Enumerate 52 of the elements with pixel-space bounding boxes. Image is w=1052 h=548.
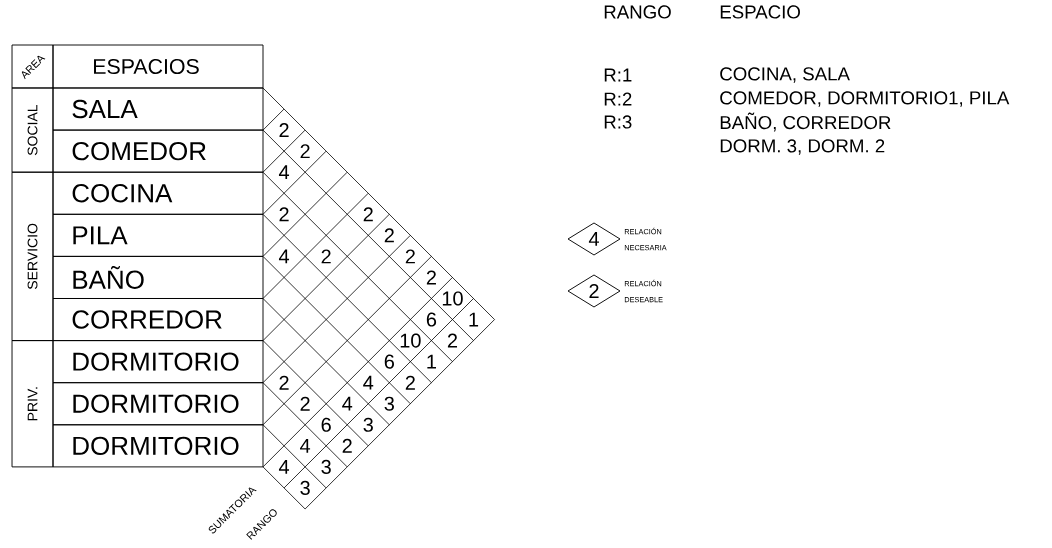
matrix-value: 4 <box>278 460 290 474</box>
rank-label: R:1 <box>604 68 632 82</box>
matrix-value: 10 <box>400 333 421 348</box>
matrix-value: 2 <box>342 438 352 453</box>
space-cell: BAÑO <box>52 255 264 299</box>
space-cell: PILA <box>52 213 264 257</box>
matrix-value: 1 <box>469 312 479 327</box>
column-heading: ESPACIO <box>720 5 800 19</box>
space-list: COMEDOR, DORMITORIO1, PILA <box>720 91 1010 107</box>
rank-label: R:3 <box>604 115 632 129</box>
matrix-value: 3 <box>300 480 310 495</box>
space-cell: SALA <box>52 87 264 131</box>
matrix-value: 2 <box>384 228 394 243</box>
matrix-value: 1 <box>427 354 436 369</box>
matrix-value: 2 <box>300 396 310 411</box>
matrix-value: 2 <box>363 207 373 222</box>
matrix-value: 4 <box>278 165 290 180</box>
matrix-value: 4 <box>342 396 353 411</box>
matrix-value: 2 <box>279 123 289 138</box>
space-cell: CORREDOR <box>52 298 264 342</box>
matrix-value: 6 <box>321 417 331 432</box>
matrix-value: 2 <box>405 375 415 390</box>
space-cell: DORMITORIO <box>52 340 264 384</box>
area-cell: SERVICIO <box>11 171 54 342</box>
space-cell: DORMITORIO <box>52 382 264 426</box>
matrix-value: 3 <box>363 417 373 432</box>
matrix-value: 2 <box>279 207 289 222</box>
matrix-value: 3 <box>321 459 331 474</box>
matrix-value: 2 <box>426 270 436 285</box>
area-cell: PRIV. <box>11 340 54 468</box>
space-cell: DORMITORIO <box>52 424 264 468</box>
matrix-value: 4 <box>278 249 290 264</box>
header-cell: ESPACIOS <box>52 44 264 89</box>
space-cell: COCINA <box>52 171 264 215</box>
matrix-value: 2 <box>300 144 310 159</box>
matrix-value: 2 <box>447 333 457 348</box>
matrix-value: 3 <box>384 396 394 411</box>
rank-label: R:2 <box>604 92 632 106</box>
matrix-value: 10 <box>442 291 463 306</box>
space-list: BAÑO, CORREDOR <box>720 112 891 132</box>
matrix-value: 6 <box>384 354 394 369</box>
matrix-value: 2 <box>321 249 331 264</box>
matrix-value: 2 <box>279 375 289 390</box>
area-cell: SOCIAL <box>11 87 54 173</box>
space-list: DORM. 3, DORM. 2 <box>720 139 885 155</box>
space-cell: COMEDOR <box>52 129 264 173</box>
matrix-value: 2 <box>405 249 415 264</box>
matrix-value: 6 <box>426 312 437 327</box>
space-list: COCINA, SALA <box>720 67 850 83</box>
column-heading: RANGO <box>604 5 671 19</box>
matrix-value: 4 <box>300 438 311 453</box>
matrix-value: 4 <box>363 375 374 390</box>
